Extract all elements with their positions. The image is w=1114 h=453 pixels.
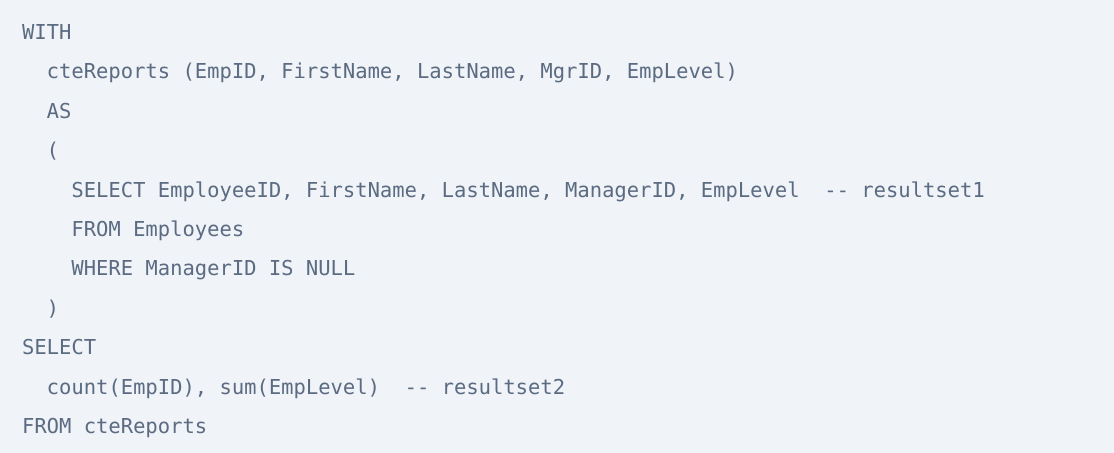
code-line: AS (22, 98, 72, 123)
code-line: SELECT (22, 335, 97, 360)
code-line: FROM cteReports (22, 413, 208, 438)
code-line: SELECT EmployeeID, FirstName, LastName, … (22, 177, 985, 202)
code-line: count(EmpID), sum(EmpLevel) -- resultset… (22, 374, 566, 399)
code-line: cteReports (EmpID, FirstName, LastName, … (22, 59, 738, 84)
code-line: ( (22, 138, 60, 163)
code-line: WHERE ManagerID IS NULL (22, 256, 356, 281)
code-line: FROM Employees (22, 216, 245, 241)
code-line: WITH (22, 20, 72, 44)
code-line: ) (22, 295, 60, 320)
